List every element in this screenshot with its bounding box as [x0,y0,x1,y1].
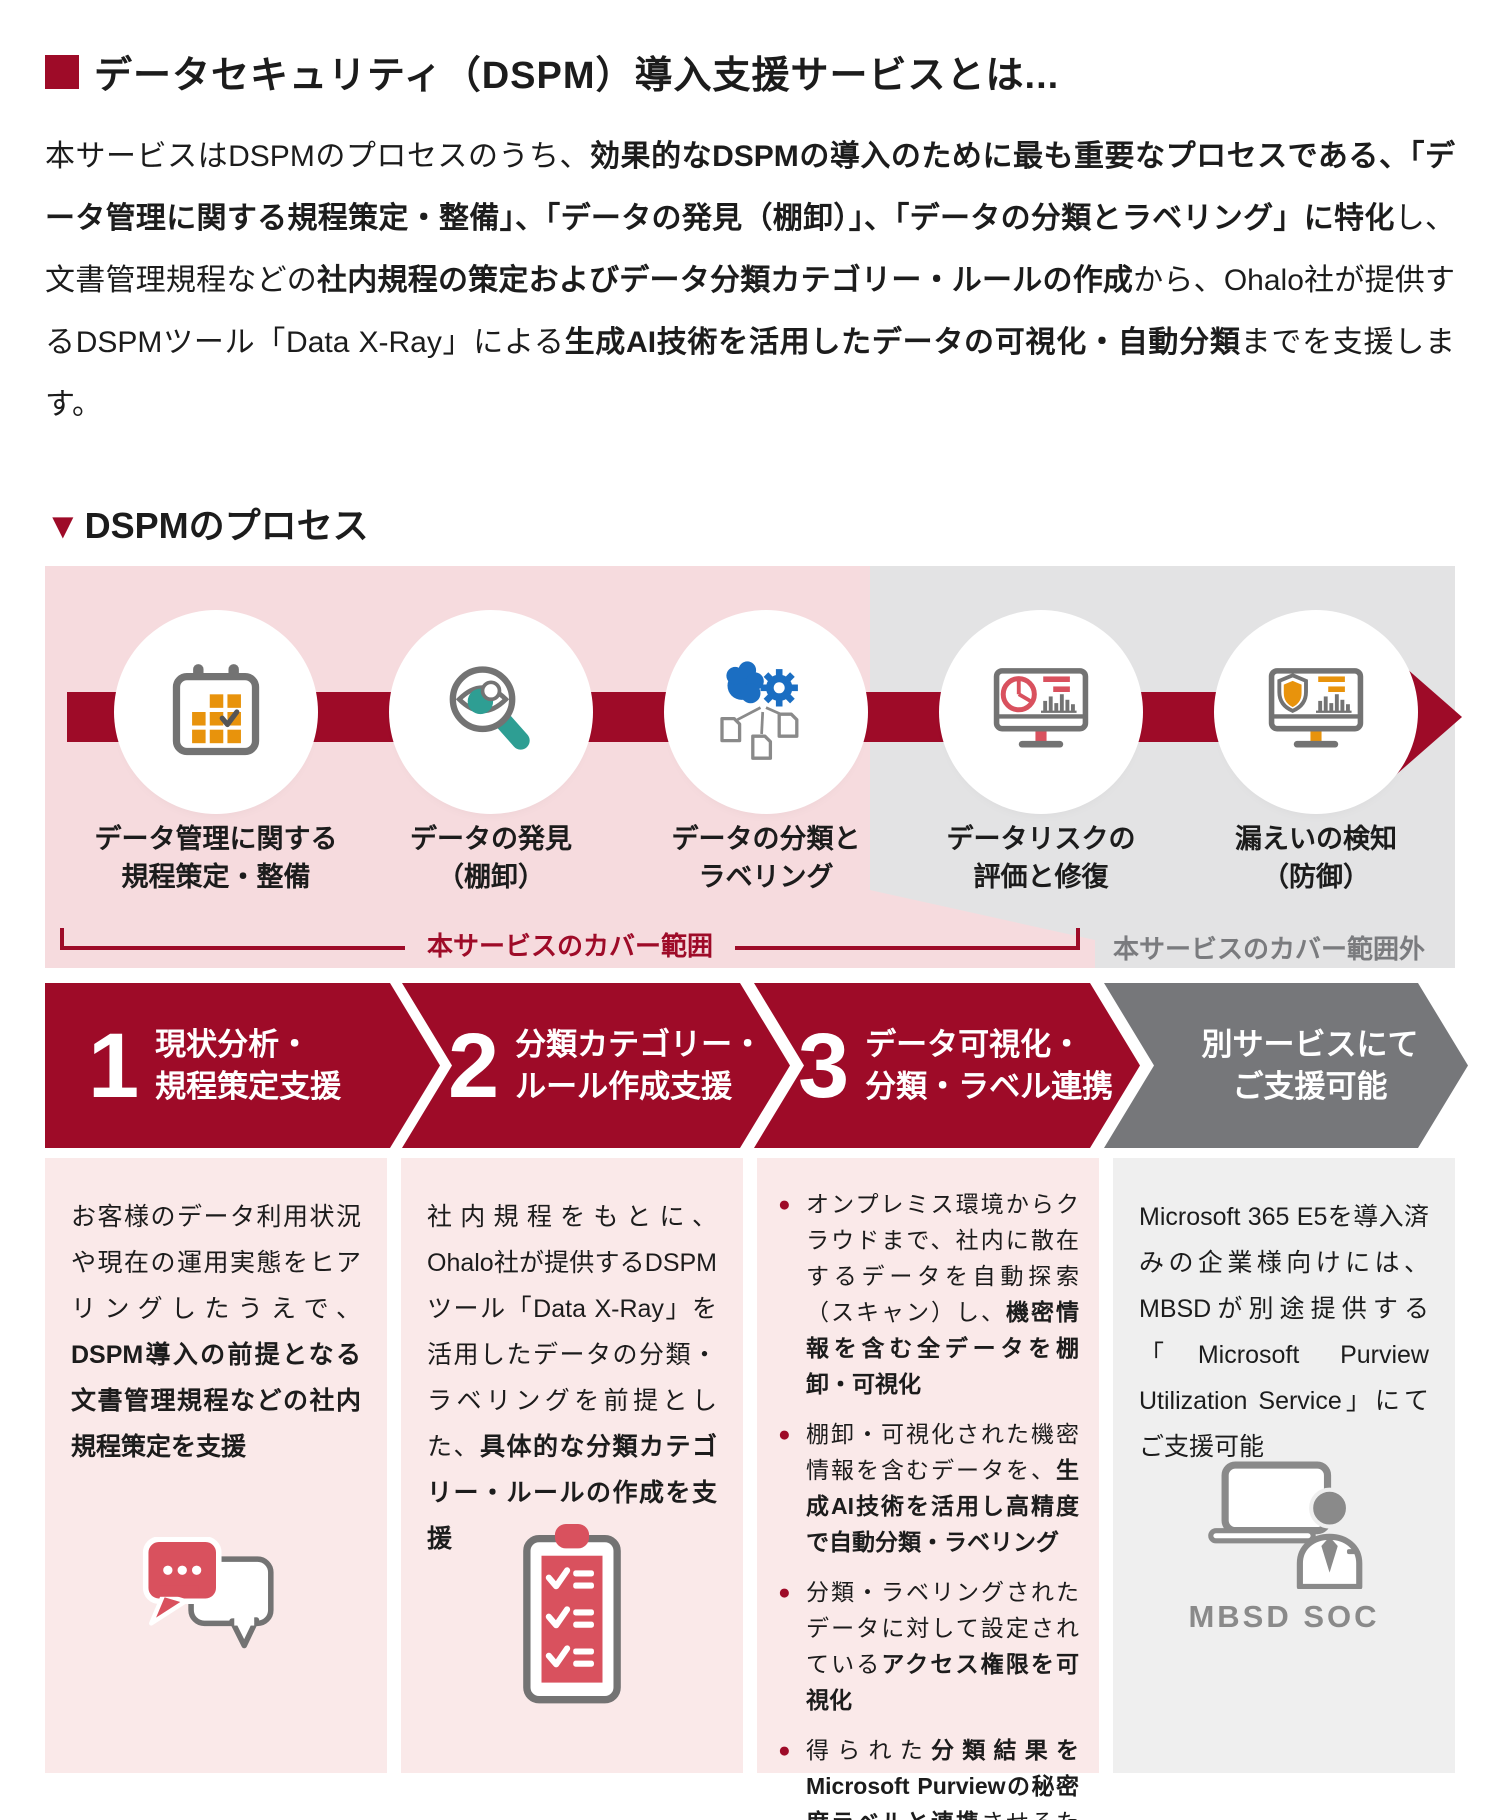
phase-card-3: オンプレミス環境からクラウドまで、社内に散在するデータを自動探索（スキャン）し、… [757,1158,1099,1820]
step-label-2: データの発見 （棚卸） [410,824,572,892]
phase-banner-2-shape [402,983,790,1148]
coverage-in-label: 本サービスのカバー範囲 [404,930,736,962]
phase-number-3: 3 [798,1014,849,1117]
page-title-row: データセキュリティ（DSPM）導入支援サービスとは... [45,44,1059,99]
phase-card-4-text: Microsoft 365 E5を導入済みの企業様向けには、MBSDが別途提供す… [1139,1203,1429,1461]
mbsd-soc-label: MBSD SOC [1188,1599,1380,1634]
phase-banner-3-label: 3 データ可視化・ 分類・ラベル連携 [798,1014,1114,1117]
phase-banner-1-shape [45,983,440,1148]
step-label-3: データの分類と ラベリング [671,824,861,892]
page-title: データセキュリティ（DSPM）導入支援サービスとは... [94,55,1060,97]
phase-banner-1-label: 1 現状分析・ 規程策定支援 [88,1014,342,1117]
phase-card-2: 社内規程をもとに、Ohalo社が提供するDSPMツール「Data X-Ray」を… [401,1158,743,1773]
bullet-item: 得られた分類結果をMicrosoft Purviewの秘密度ラベルと連携させるた… [778,1732,1079,1820]
phase-banner-row [45,983,1468,1148]
triangle-down-icon: ▼ [45,505,81,546]
speech-bubbles-icon [142,1537,274,1649]
step-circle-1 [123,619,309,805]
bullet-item: オンプレミス環境からクラウドまで、社内に散在するデータを自動探索（スキャン）し、… [778,1186,1079,1402]
phase-banner-4-shape [1104,983,1468,1148]
intro-paragraph: 本サービスはDSPMのプロセスのうち、効果的なDSPMの導入のために最も重要なプ… [45,140,1456,421]
clipboard-checklist-icon [523,1524,621,1704]
step-circle-4 [948,619,1134,805]
phase-card-1-text: お客様のデータ利用状況や現在の運用実態をヒアリングしたうえで、DSPM導入の前提… [71,1203,361,1461]
step-label-5: 漏えいの検知 （防御） [1235,824,1397,892]
step-label-4: データリスクの 評価と修復 [946,824,1136,892]
bullet-item: 分類・ラベリングされたデータに対して設定されているアクセス権限を可視化 [778,1574,1079,1718]
step-circle-2 [398,619,584,805]
phase-card-1: お客様のデータ利用状況や現在の運用実態をヒアリングしたうえで、DSPM導入の前提… [45,1158,387,1773]
coverage-out-label: 本サービスのカバー範囲外 [1113,934,1426,964]
phase-banner-4-label: 別サービスにて ご支援可能 [1201,1026,1419,1104]
step-circle-5 [1223,619,1409,805]
phase-banner-2-label: 2 分類カテゴリー・ ルール作成支援 [448,1014,764,1117]
step-label-1: データ管理に関する 規程策定・整備 [94,824,338,892]
bullet-item: 棚卸・可視化された機密情報を含むデータを、生成AI技術を活用し高精度で自動分類・… [778,1416,1079,1560]
phase-card-2-text: 社内規程をもとに、Ohalo社が提供するDSPMツール「Data X-Ray」を… [427,1203,717,1553]
search-eye-icon [449,666,530,750]
monitor-pie-chart-icon [993,668,1089,748]
phase-card-4: Microsoft 365 E5を導入済みの企業様向けには、MBSDが別途提供す… [1113,1158,1455,1773]
phase-banner-3-shape [754,983,1140,1148]
brain-gear-docs-icon [720,661,799,760]
title-square-marker [45,54,79,89]
process-band: データ管理に関する 規程策定・整備 データの発見 （棚卸） データの分類と ラベ… [45,566,1462,968]
step-circle-3 [673,619,859,805]
laptop-person-icon [1208,1461,1363,1589]
monitor-shield-icon [1268,668,1364,748]
phase-card-3-bullets: オンプレミス環境からクラウドまで、社内に散在するデータを自動探索（スキャン）し、… [757,1158,1099,1820]
process-section-heading: ▼DSPMのプロセス [45,497,369,549]
phase-number-2: 2 [448,1014,499,1117]
calendar-icon [172,664,260,756]
coverage-bracket: 本サービスのカバー範囲 [60,928,1080,962]
phase-number-1: 1 [88,1014,139,1117]
process-heading-text: DSPMのプロセス [84,505,369,546]
mbsd-soc-block: MBSD SOC [1113,1461,1455,1635]
